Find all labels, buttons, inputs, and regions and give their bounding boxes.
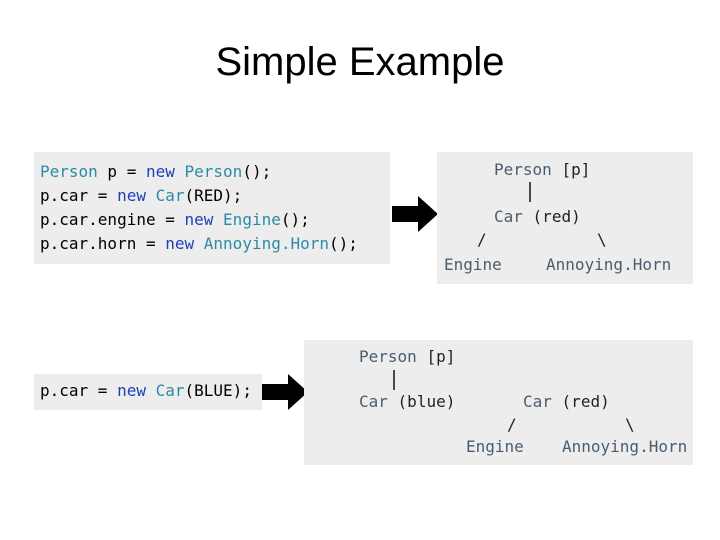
code-snippet-reassign: p.car = new Car(BLUE); [34,374,262,410]
tree-node-car-red: Car (red) [523,392,610,411]
keyword-token: new [117,381,146,400]
person-type: Person [359,347,417,366]
car-color: (red) [532,207,581,226]
type-token: Car [155,381,185,400]
code-snippet-initial: Person p = new Person();p.car = new Car(… [34,152,390,264]
tree-edge-person-car-blue [393,370,395,390]
person-var: [p] [426,347,456,366]
code-token: p = [97,162,146,181]
code-line: p.car.engine = new Engine(); [40,208,390,232]
tree-node-person: Person [p] [359,347,455,366]
code-token [146,186,156,205]
tree-edge-left: / [477,230,487,249]
tree-node-horn: Annoying.Horn [562,437,688,456]
blue-car-type: Car [359,392,388,411]
code-token: p.car = [40,381,118,400]
code-token [146,381,156,400]
person-type: Person [494,160,552,179]
code-token [175,162,185,181]
tree-edge-person-car [529,182,531,202]
code-token: p.car = [40,186,118,205]
keyword-token: new [145,162,175,181]
tree-node-horn: Annoying.Horn [546,255,672,274]
code-line: p.car = new Car(RED); [40,184,390,208]
right-arrow-icon [392,196,438,232]
code-line: p.car.horn = new Annoying.Horn(); [40,232,390,256]
code-token [194,234,204,253]
keyword-token: new [117,186,146,205]
tree-edge-right: \ [625,415,635,434]
type-token: Person [184,162,243,181]
right-arrow-icon [262,374,308,410]
object-tree-initial: Person [p] Car (red) / \ Engine Annoying… [437,152,693,284]
tree-node-car-blue: Car (blue) [359,392,455,411]
type-token: Car [155,186,185,205]
tree-node-engine: Engine [444,255,502,274]
type-token: Engine [223,210,281,229]
red-car-color: (red) [561,392,610,411]
tree-edge-left: / [507,415,517,434]
keyword-token: new [184,210,214,229]
person-var: [p] [561,160,591,179]
keyword-token: new [165,234,195,253]
code-token: (BLUE); [184,381,252,400]
slide-title: Simple Example [215,40,505,84]
code-token: (); [280,210,310,229]
tree-node-person: Person [p] [494,160,590,179]
tree-node-engine: Engine [466,437,524,456]
car-type: Car [494,207,523,226]
code-token: (); [242,162,272,181]
type-token: Person [40,162,98,181]
tree-node-car-red: Car (red) [494,207,581,226]
code-token: p.car.engine = [40,210,185,229]
code-line: Person p = new Person(); [40,160,390,184]
type-token: Annoying.Horn [203,234,330,253]
code-token: (RED); [184,186,243,205]
object-tree-reassigned: Person [p] Car (blue) Car (red) / \ Engi… [304,340,693,465]
tree-edge-right: \ [597,230,607,249]
code-token [213,210,223,229]
code-token: p.car.horn = [40,234,166,253]
red-car-type: Car [523,392,552,411]
code-token: (); [329,234,358,253]
blue-car-color: (blue) [397,392,456,411]
code-line: p.car = new Car(BLUE); [40,379,262,403]
